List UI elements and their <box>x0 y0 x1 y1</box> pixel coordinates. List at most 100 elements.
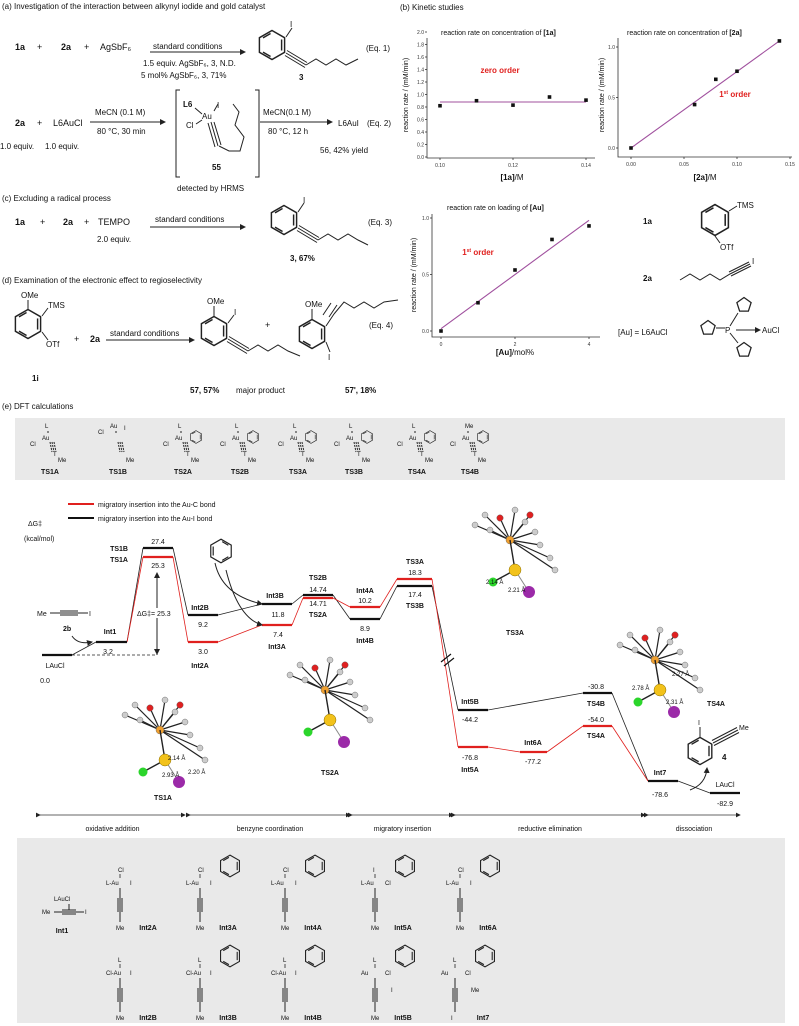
data-point <box>777 39 782 43</box>
benzene-ring <box>298 318 326 350</box>
level-name: Int6A <box>524 740 542 747</box>
atom <box>311 664 319 672</box>
ts-label: TS2B <box>231 469 249 476</box>
atom-label: L <box>178 424 182 430</box>
level-name: TS3A <box>406 559 424 566</box>
atom-label: Me <box>362 458 371 464</box>
atom-label: Cl <box>397 442 403 448</box>
product-3-yield: 3, 67% <box>290 254 315 263</box>
level-name: TS2B <box>309 575 327 582</box>
x-tick-label: 0.10 <box>435 163 445 169</box>
atom <box>131 701 139 709</box>
bonds <box>27 300 49 341</box>
connector-red <box>126 556 144 643</box>
level-energy: 3.2 <box>103 649 113 656</box>
alkyne <box>197 978 203 1012</box>
level-energy: 0.0 <box>40 678 50 685</box>
otf-label: OTf <box>720 243 734 252</box>
atom-label: Me <box>471 988 480 994</box>
atom-label: Me <box>248 458 257 464</box>
data-point <box>584 98 588 102</box>
y-tick-label: 0.0 <box>417 155 424 161</box>
alkyne <box>372 978 378 1012</box>
bonds <box>311 299 399 353</box>
panel-b-title: (b) Kinetic studies <box>400 3 464 12</box>
level-energy: 7.4 <box>273 632 283 639</box>
atom-label: I <box>187 452 189 458</box>
atom-label: L <box>453 958 457 964</box>
data-point <box>547 95 552 99</box>
atom-label: I <box>85 910 87 916</box>
condition-bottom: 80 °C, 12 h <box>268 127 308 136</box>
atom <box>361 704 369 712</box>
connector-black <box>379 585 398 620</box>
atom <box>326 656 334 664</box>
tempo-equiv: 2.0 equiv. <box>97 235 131 244</box>
atom-label: Au <box>361 971 368 977</box>
atom-label: I <box>295 971 297 977</box>
bond <box>295 431 305 453</box>
equation-tag: (Eq. 3) <box>368 218 392 227</box>
level-energy: 11.8 <box>271 612 284 619</box>
bond <box>159 721 186 731</box>
atom <box>671 631 679 639</box>
methyl-label: Me <box>739 725 749 732</box>
chart-1-title: reaction rate on concentration of [1a] <box>441 30 556 37</box>
atom-label: Au <box>42 436 49 442</box>
product-3: 3 <box>299 73 304 82</box>
bond-distance: 2.21 Å <box>508 587 525 594</box>
atom <box>626 631 634 639</box>
ts-label: TS3A <box>289 469 307 476</box>
atom-label: I <box>373 868 375 874</box>
iodine-atom <box>338 736 350 748</box>
atom-label: Cl <box>278 442 284 448</box>
bond <box>324 659 331 691</box>
reactant-2a: 2a <box>15 118 26 128</box>
atom-label: Cl <box>334 442 340 448</box>
atom <box>481 511 489 519</box>
alkyne <box>117 888 123 922</box>
condition-label: standard conditions <box>110 329 179 338</box>
atom-label: Me <box>281 926 290 932</box>
data-point <box>476 300 480 305</box>
iodine-label: I <box>89 611 91 618</box>
y-tick-label: 0.5 <box>608 96 615 102</box>
bond <box>509 539 541 546</box>
equiv-l6aucl: 1.0 equiv. <box>45 142 79 151</box>
bond-distance: 2.78 Å <box>632 685 649 692</box>
atom-label: Au <box>232 436 239 442</box>
panel-d-title: (d) Examination of the electronic effect… <box>2 276 202 285</box>
data-point <box>474 98 479 103</box>
bond-distance: 2.20 Å <box>188 769 205 776</box>
panel-a: (a) Investigation of the interaction bet… <box>0 2 391 193</box>
bond <box>654 651 681 661</box>
y-tick-label: 1.8 <box>417 43 424 49</box>
y-tick-label: 0.5 <box>422 273 429 279</box>
methoxy-label: OMe <box>21 291 39 300</box>
plus-sign: + <box>40 217 45 227</box>
fit-line <box>440 219 590 330</box>
gold-atom <box>508 563 522 577</box>
barrier-label: ΔG‡= 25.3 <box>137 611 171 618</box>
curved-arrow <box>225 569 263 627</box>
atom-label: I <box>124 426 126 432</box>
atom-label: Cl-Au <box>186 971 201 977</box>
connector-black <box>677 780 711 794</box>
y-tick-label: 1.4 <box>417 68 424 74</box>
note-1: 1.5 equiv. AgSbF₆, 3, N.D. <box>143 59 236 68</box>
gold-atom <box>158 753 172 767</box>
chart-3-title: reaction rate on loading of [Au] <box>447 205 544 212</box>
plus-sign: + <box>74 334 79 344</box>
atom-label: Me <box>116 1016 125 1022</box>
ts-label: TS4B <box>461 469 479 476</box>
atom <box>546 554 554 562</box>
y-axis-symbol: ΔG‡ <box>28 521 42 528</box>
atom <box>196 744 204 752</box>
atom-label: Au <box>346 436 353 442</box>
